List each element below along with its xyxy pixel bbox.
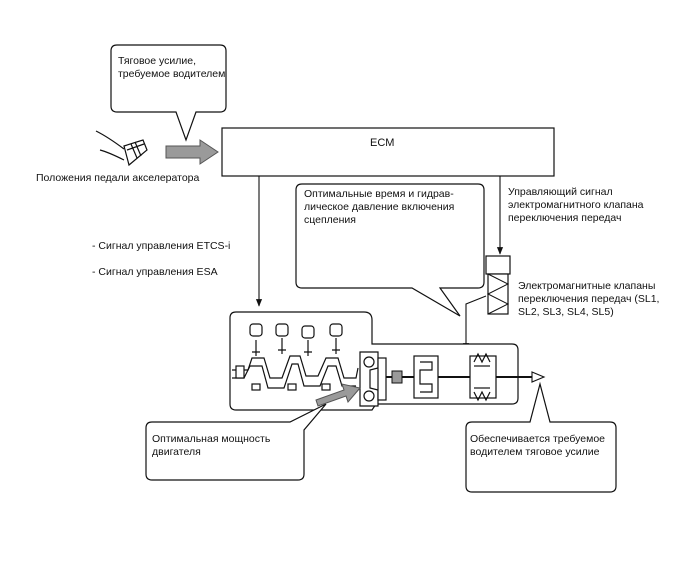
clutch-pack-2: [469, 352, 497, 402]
solenoid-valve-icon: [485, 255, 511, 315]
solenoid-signal-label: Управляющий сигнал электромагнитного кла…: [508, 186, 644, 224]
solenoid-output-line: [462, 295, 487, 351]
traction-callout: [465, 381, 617, 493]
solenoid-valves-label: Электромагнитные клапаны переключения пе…: [518, 280, 660, 318]
shaft-coupling: [391, 370, 403, 384]
etcs-signal-label: - Сигнал управления ETCS-i: [92, 240, 231, 252]
esa-signal-label: - Сигнал управления ESA: [92, 266, 218, 278]
engine-power-label: Оптимальная мощность двигателя: [152, 433, 271, 458]
engine-power-callout: [145, 403, 327, 481]
ecm-box: [221, 127, 555, 177]
engine-power-arrow: [315, 383, 361, 407]
output-direction-arrow: [531, 371, 546, 383]
traction-label: Обеспечивается требуемое водителем тягов…: [470, 433, 606, 458]
pedal-input-arrow: [165, 139, 219, 165]
accelerator-pedal-icon: [95, 130, 148, 167]
clutch-timing-callout: [295, 183, 485, 317]
torque-converter: [359, 351, 387, 407]
pedal-label: Положения педали акселератора: [36, 172, 200, 184]
engine-internals: [232, 323, 359, 391]
clutch-pack-1: [413, 355, 439, 399]
driver-demand-callout: [110, 44, 227, 142]
driver-demand-label: Тяговое усилие, требуемое водителем: [118, 55, 226, 80]
ecm-label: ECM: [370, 137, 395, 149]
clutch-timing-label: Оптимальные время и гидрав- лическое дав…: [304, 188, 455, 226]
